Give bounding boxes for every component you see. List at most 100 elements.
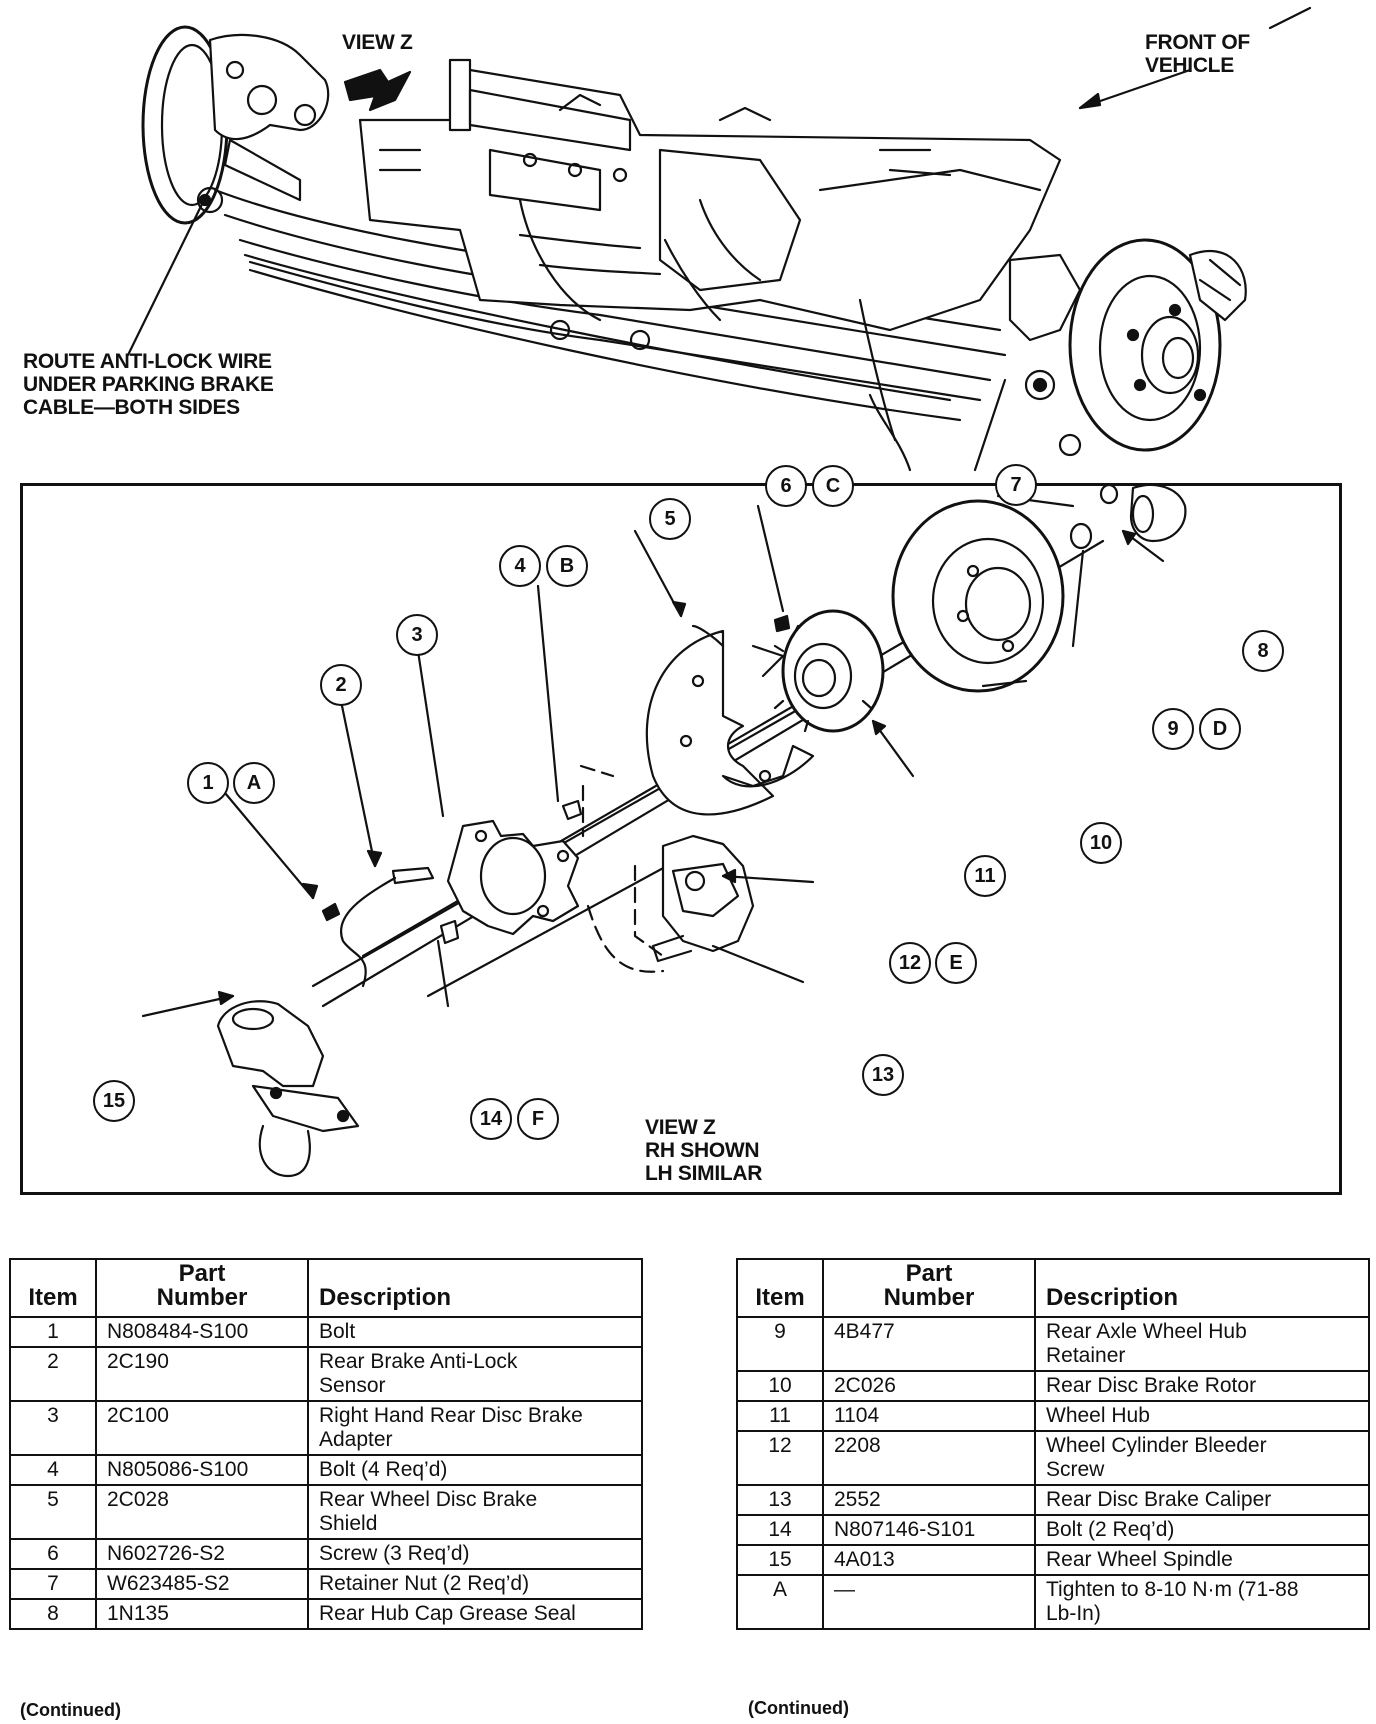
description-line: Rear Disc Brake Rotor: [1046, 1374, 1257, 1397]
description-column-header: Description: [1034, 1258, 1370, 1318]
item-cell: 9: [736, 1316, 824, 1372]
callout-F: F: [517, 1098, 559, 1140]
description-line: Rear Disc Brake Caliper: [1046, 1488, 1272, 1511]
description-cell: Rear Hub Cap Grease Seal: [307, 1598, 643, 1630]
route-note-line-3: CABLE—BOTH SIDES: [23, 396, 240, 419]
item-cell: 2: [9, 1346, 97, 1402]
item-cell: 6: [9, 1538, 97, 1570]
front-of-vehicle-line-1: FRONT OF: [1145, 31, 1250, 54]
part-number-cell: 1N135: [95, 1598, 309, 1630]
item-cell: A: [736, 1574, 824, 1630]
description-cell: Rear Disc Brake Rotor: [1034, 1370, 1370, 1402]
callout-B: B: [546, 545, 588, 587]
part-number-cell: —: [822, 1574, 1036, 1630]
part-number-cell: 4B477: [822, 1316, 1036, 1372]
description-cell: Bolt (4 Req’d): [307, 1454, 643, 1486]
description-line: Retainer Nut (2 Req’d): [319, 1572, 530, 1595]
view-z-caption: VIEW Z RH SHOWN LH SIMILAR: [645, 1116, 762, 1185]
description-line: Bolt: [319, 1320, 356, 1343]
callout-12: 12: [889, 942, 931, 984]
description-line: Tighten to 8-10 N·m (71-88: [1046, 1578, 1299, 1601]
description-line: Bolt (4 Req’d): [319, 1458, 448, 1481]
description-cell: Rear Disc Brake Caliper: [1034, 1484, 1370, 1516]
description-line: Right Hand Rear Disc Brake: [319, 1404, 583, 1427]
part-number-cell: 4A013: [822, 1544, 1036, 1576]
callout-14: 14: [470, 1098, 512, 1140]
callout-2: 2: [320, 664, 362, 706]
description-line: Bolt (2 Req’d): [1046, 1518, 1175, 1541]
description-line: Retainer: [1046, 1344, 1126, 1367]
route-note-line-1: ROUTE ANTI-LOCK WIRE: [23, 350, 272, 373]
description-line: Wheel Hub: [1046, 1404, 1150, 1427]
description-line: Rear Wheel Spindle: [1046, 1548, 1233, 1571]
item-column-header: Item: [9, 1258, 97, 1318]
callout-D: D: [1199, 708, 1241, 750]
part-number-cell: 2C190: [95, 1346, 309, 1402]
description-line: Screw: [1046, 1458, 1105, 1481]
part-number-cell: N805086-S100: [95, 1454, 309, 1486]
item-cell: 10: [736, 1370, 824, 1402]
description-line: Sensor: [319, 1374, 386, 1397]
description-cell: Bolt (2 Req’d): [1034, 1514, 1370, 1546]
part-number-cell: 2C026: [822, 1370, 1036, 1402]
item-column-header: Item: [736, 1258, 824, 1318]
description-line: Rear Brake Anti-Lock: [319, 1350, 518, 1373]
callout-10: 10: [1080, 822, 1122, 864]
item-cell: 4: [9, 1454, 97, 1486]
part-number-cell: N807146-S101: [822, 1514, 1036, 1546]
view-caption-line-2: RH SHOWN: [645, 1139, 760, 1162]
item-cell: 3: [9, 1400, 97, 1456]
part-number-cell: 2552: [822, 1484, 1036, 1516]
front-of-vehicle-line-2: VEHICLE: [1145, 54, 1234, 77]
callout-E: E: [935, 942, 977, 984]
description-line: Screw (3 Req’d): [319, 1542, 470, 1565]
part-number-cell: W623485-S2: [95, 1568, 309, 1600]
callout-7: 7: [995, 464, 1037, 506]
callout-13: 13: [862, 1054, 904, 1096]
callout-5: 5: [649, 498, 691, 540]
item-cell: 13: [736, 1484, 824, 1516]
callout-1: 1: [187, 762, 229, 804]
part-number-cell: 1104: [822, 1400, 1036, 1432]
callout-3: 3: [396, 614, 438, 656]
rear-axle-overview-illustration: [126, 6, 1312, 472]
callout-11: 11: [964, 855, 1006, 897]
part-number-cell: N602726-S2: [95, 1538, 309, 1570]
item-cell: 14: [736, 1514, 824, 1546]
description-line: Rear Hub Cap Grease Seal: [319, 1602, 576, 1625]
description-cell: Retainer Nut (2 Req’d): [307, 1568, 643, 1600]
callout-8: 8: [1242, 630, 1284, 672]
description-cell: Screw (3 Req’d): [307, 1538, 643, 1570]
description-cell: Rear Wheel Spindle: [1034, 1544, 1370, 1576]
part-number-cell: 2C100: [95, 1400, 309, 1456]
exploded-brake-assembly-illustration: [141, 486, 1187, 1178]
callout-4: 4: [499, 545, 541, 587]
callout-C: C: [812, 465, 854, 507]
continued-note-right: (Continued): [748, 1698, 849, 1718]
front-of-vehicle-label: FRONT OF VEHICLE: [1145, 31, 1250, 77]
callout-6: 6: [765, 465, 807, 507]
callout-A: A: [233, 762, 275, 804]
item-cell: 1: [9, 1316, 97, 1348]
item-cell: 11: [736, 1400, 824, 1432]
description-cell: Wheel Hub: [1034, 1400, 1370, 1432]
